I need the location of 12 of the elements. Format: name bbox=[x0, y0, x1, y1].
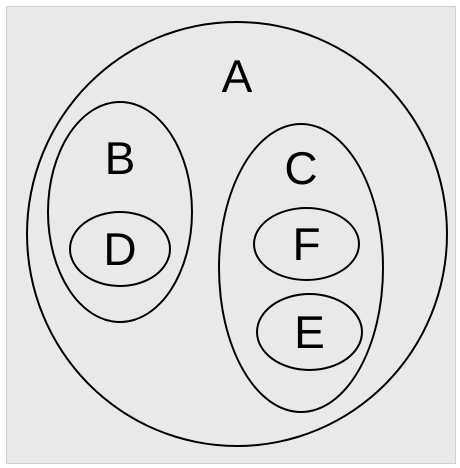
set-ellipse bbox=[256, 293, 363, 371]
set-label: C bbox=[283, 143, 319, 193]
set-ellipse bbox=[218, 123, 384, 413]
set-label: B bbox=[104, 133, 136, 183]
set-ellipse bbox=[253, 207, 360, 281]
set-label: D bbox=[102, 224, 138, 274]
set-label: F bbox=[291, 218, 322, 268]
set-label: A bbox=[220, 51, 254, 101]
set-ellipse bbox=[26, 21, 448, 447]
set-ellipse bbox=[47, 101, 193, 323]
set-ellipse bbox=[69, 211, 171, 287]
set-label: E bbox=[293, 306, 326, 356]
